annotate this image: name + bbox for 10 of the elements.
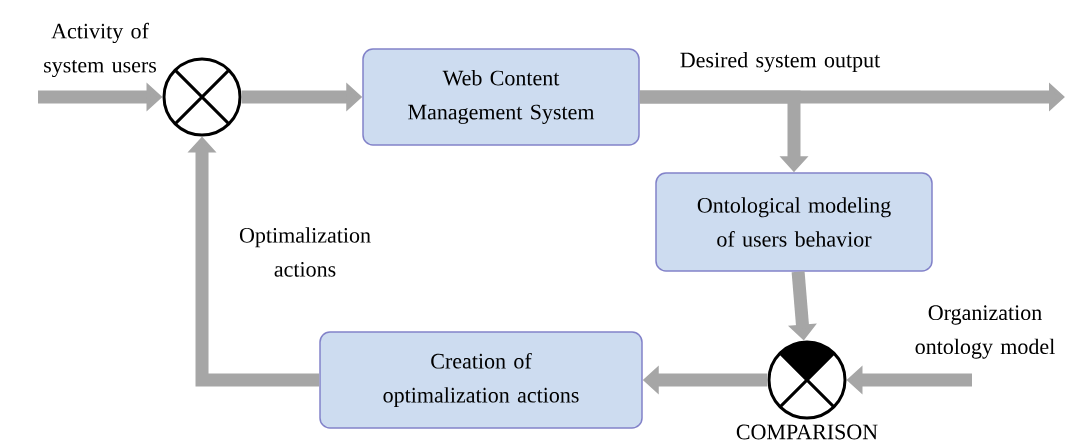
process-box: Creation of optimalization actions bbox=[319, 331, 643, 429]
node-caption: COMPARISON bbox=[736, 424, 878, 440]
edge-label: Optimalization actions bbox=[239, 227, 371, 277]
process-box: Ontological modeling of users behavior bbox=[655, 172, 933, 272]
edge-label: Organization ontology model bbox=[915, 305, 1055, 359]
edge-label: Desired system output bbox=[680, 52, 881, 72]
edge-label: Activity of system users bbox=[44, 22, 157, 78]
process-box: Web Content Management System bbox=[362, 48, 640, 146]
summing-junction-symbol bbox=[162, 57, 242, 137]
comparator-symbol bbox=[767, 340, 847, 420]
